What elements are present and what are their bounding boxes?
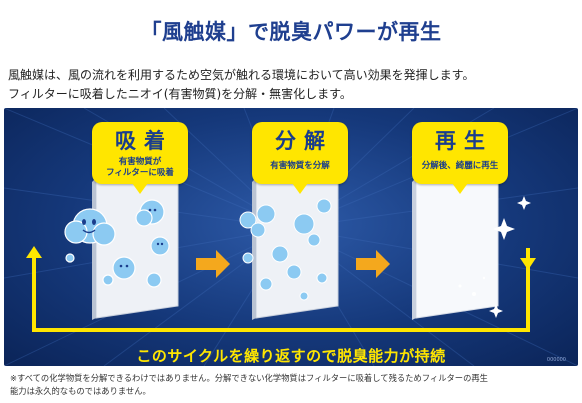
process-diagram-panel: 吸着 有害物質が フィルターに吸着 分解 有害物質を分解 再生 分解後、綺麗に再…	[4, 108, 578, 366]
filter-panel-regenerated	[412, 162, 499, 320]
code-label: 000000	[546, 357, 566, 363]
broken-particle-icon	[239, 198, 332, 301]
stage-title: 再生	[435, 129, 493, 153]
stage-title: 吸着	[115, 129, 173, 153]
stage-subtitle-1: 有害物質を分解	[270, 161, 330, 171]
cycle-arrow-icon	[32, 248, 530, 332]
stage-subtitle-1: 有害物質が	[118, 157, 162, 167]
sparkle-icon	[458, 196, 531, 318]
stage-label-regenerate: 再生 分解後、綺麗に再生	[412, 122, 508, 194]
smiling-cloud-icon	[64, 199, 170, 288]
stage-label-adsorb: 吸着 有害物質が フィルターに吸着	[92, 122, 188, 194]
description-line-2: フィルターに吸着したニオイ(有害物質)を分解・無害化します。	[8, 87, 352, 101]
stage-subtitle-2: フィルターに吸着	[106, 168, 174, 178]
arrow-right-icon	[196, 250, 390, 278]
stage-title: 分解	[275, 129, 333, 153]
cycle-caption: このサイクルを繰り返すので脱臭能力が持続	[136, 347, 446, 365]
cycle-arrow-head-icon	[26, 246, 42, 258]
stage-subtitle-1: 分解後、綺麗に再生	[421, 161, 499, 171]
description: 風触媒は、風の流れを利用するため空気が触れる環境において高い効果を発揮します。 …	[8, 66, 578, 104]
description-line-1: 風触媒は、風の流れを利用するため空気が触れる環境において高い効果を発揮します。	[8, 68, 475, 82]
footnote-line-1: ※すべての化学物質を分解できるわけではありません。分解できない化学物質はフィルタ…	[10, 373, 488, 383]
stage-label-decompose: 分解 有害物質を分解	[252, 122, 348, 194]
footnote-line-2: 能力は永久的なものではありません。	[10, 386, 151, 396]
page-title: 「風触媒」で脱臭パワーが再生	[140, 20, 442, 44]
footnote: ※すべての化学物質を分解できるわけではありません。分解できない化学物質はフィルタ…	[10, 372, 576, 398]
